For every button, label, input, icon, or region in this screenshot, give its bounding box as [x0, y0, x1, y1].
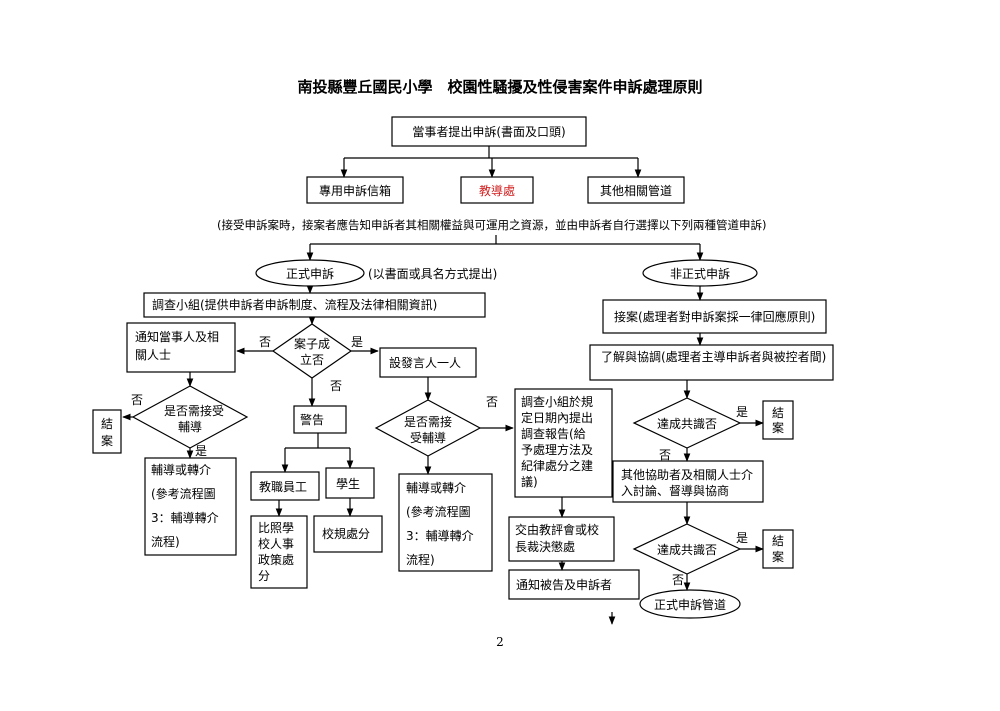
- accept-case-box: [602, 299, 827, 334]
- close-left-line2: 案: [101, 433, 113, 448]
- close-left-box: [92, 409, 122, 454]
- warning-box: [293, 405, 347, 434]
- page-title: 南投縣豐丘國民小學 校園性騷擾及性侵害案件申訴處理原則: [297, 78, 702, 96]
- committee-line1: 交由教評會或校: [515, 522, 599, 537]
- start-label: 當事者提出申訴(書面及口頭): [412, 124, 565, 139]
- staff-label: 教職員工: [259, 479, 307, 494]
- need-counsel-left-line2: 輔導: [178, 420, 202, 434]
- close-left-line1: 結: [101, 417, 113, 431]
- notify-parties-line1: 通知當事人及相: [135, 330, 219, 344]
- staff-rule-line1: 比照學: [258, 521, 294, 535]
- mailbox-label: 專用申訴信箱: [319, 183, 391, 198]
- need-counsel-mid-line2: 受輔導: [410, 431, 446, 445]
- edge-no-r2: 否: [672, 573, 684, 587]
- counsel-mid-line2: (參考流程圖: [406, 504, 471, 519]
- edge-yes-case: 是: [351, 335, 363, 349]
- notify-both-box: [508, 569, 640, 600]
- notify-parties-box: [126, 322, 236, 373]
- case-valid-line2: 立否: [300, 352, 324, 367]
- edge-no-left: 否: [131, 393, 143, 407]
- close-r1-line2: 案: [772, 420, 784, 435]
- counsel-mid-line3: 3：輔導轉介: [406, 529, 474, 543]
- report-line1: 調查小組於規: [521, 394, 593, 409]
- warning-label: 警告: [300, 412, 324, 427]
- formal-label: 正式申訴: [286, 266, 334, 281]
- need-counsel-left-line1: 是否需接受: [164, 403, 224, 418]
- counsel-mid-line1: 輔導或轉介: [406, 481, 466, 495]
- edge-no-case: 否: [259, 335, 271, 349]
- mailbox-box: [306, 176, 404, 204]
- close-r2-line2: 案: [772, 549, 784, 564]
- counsel-left-line4: 流程): [151, 534, 180, 549]
- edge-no-mid: 否: [486, 395, 498, 409]
- edge-no-r1: 否: [659, 448, 671, 462]
- consensus-1-label: 達成共識否: [657, 417, 717, 431]
- edge-yes-left: 是: [195, 444, 207, 458]
- other-channel-label: 其他相關管道: [600, 183, 672, 198]
- informal-label: 非正式申訴: [670, 266, 730, 281]
- report-box: [514, 388, 613, 498]
- spokesperson-label: 設發言人一人: [389, 355, 461, 370]
- staff-rule-line2: 校人事: [258, 536, 294, 551]
- report-line3: 調查報告(給: [521, 427, 586, 441]
- close-r1-line1: 結: [772, 406, 784, 420]
- need-counsel-mid-line1: 是否需接: [404, 414, 452, 429]
- formal-channel-label: 正式申訴管道: [654, 597, 726, 612]
- page-number: 2: [496, 635, 504, 649]
- report-line2: 定日期內提出: [521, 410, 593, 425]
- consensus-2-label: 達成共識否: [657, 543, 717, 557]
- edge-yes-r1: 是: [736, 405, 748, 419]
- others-line2: 入討論、督導與協商: [621, 483, 729, 498]
- staff-rule-line3: 政策處: [258, 553, 294, 567]
- counsel-left-line3: 3：輔導轉介: [151, 511, 219, 525]
- committee-line2: 長裁決懲處: [515, 539, 575, 554]
- understand-box: [589, 344, 834, 381]
- edge-no-case-down: 否: [330, 379, 342, 393]
- note-text: (接受申訴案時，接案者應告知申訴者其相關權益與可運用之資源，並由申訴者自行選擇以…: [217, 218, 766, 232]
- counsel-left-line2: (參考流程圖: [151, 486, 216, 501]
- office-box: [460, 176, 534, 204]
- report-line4: 予處理方法及: [521, 442, 593, 457]
- student-label: 學生: [336, 477, 360, 491]
- case-valid-diamond: [271, 323, 353, 379]
- investigate-label: 調查小組(提供申訴者申訴制度、流程及法律相關資訊): [152, 297, 437, 312]
- counsel-mid-line4: 流程): [406, 552, 435, 567]
- accept-case-label: 接案(處理者對申訴案採一律回應原則): [614, 309, 815, 324]
- office-label: 教導處: [479, 183, 515, 198]
- counsel-left-line1: 輔導或轉介: [151, 463, 211, 477]
- student-rule-label: 校規處分: [322, 526, 370, 541]
- understand-label: 了解與協調(處理者主導申訴者與被控者間): [601, 349, 826, 364]
- report-line6: 議): [521, 475, 538, 489]
- staff-rule-line4: 分: [258, 569, 270, 583]
- notify-parties-line2: 關人士: [135, 348, 171, 362]
- others-line1: 其他協助者及相關人士介: [621, 467, 753, 482]
- report-line5: 紀律處分之建: [521, 459, 593, 473]
- notify-both-label: 通知被告及申訴者: [516, 577, 612, 592]
- edge-yes-r2: 是: [736, 531, 748, 545]
- counsel-mid-box: [398, 473, 493, 572]
- case-valid-line1: 案子成: [294, 336, 330, 351]
- formal-note: (以書面或具名方式提出): [368, 266, 497, 281]
- close-r2-line1: 結: [772, 534, 784, 548]
